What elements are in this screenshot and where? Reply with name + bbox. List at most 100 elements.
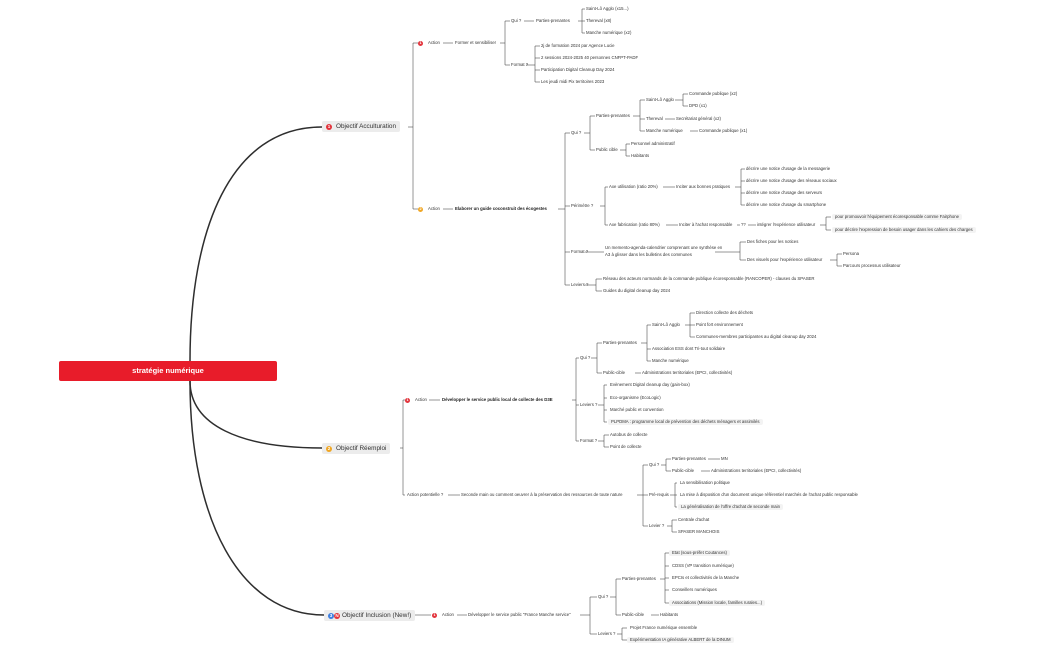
node-notice[interactable]: décrire une notice d'usage du smartphone (746, 202, 827, 207)
node-stakeholder[interactable]: Manche numérique (x2) (586, 30, 632, 35)
node-decrire-expression[interactable]: pour décrire l'expression de besoin usag… (832, 227, 976, 233)
node-parties-prenantes[interactable]: Parties-prenantes (596, 113, 630, 118)
node-manche-numerique[interactable]: Manche numérique (652, 358, 689, 363)
node-prereq-item[interactable]: La sensibilisation politique (680, 480, 730, 485)
node-levier-item[interactable]: Guides du digital cleanup day 2024 (603, 288, 671, 293)
node-notice[interactable]: décrire une notice d'usage de la message… (746, 166, 831, 171)
node-stakeholder[interactable]: Point fort environnement (696, 322, 743, 327)
node-manche-numerique[interactable]: Manche numérique (646, 128, 683, 133)
node-partie-item[interactable]: Associations (Mission locale, familles r… (669, 600, 766, 606)
node-public-cible[interactable]: Public-cible (603, 370, 625, 375)
node-stakeholder[interactable]: Thereval (x8) (586, 18, 612, 23)
node-format[interactable]: Format ? (511, 62, 529, 67)
node-bonnes-pratiques[interactable]: Inciter aux bonnes pratiques (676, 184, 730, 189)
node-former-sensibiliser[interactable]: Former et sensibiliser (455, 40, 497, 45)
node-public-cible[interactable]: Public cible (596, 147, 618, 152)
node-leviers[interactable]: Leviers ? (571, 282, 589, 287)
node-fiches[interactable]: Des fiches pour les notices (747, 239, 799, 244)
node-persona[interactable]: Persona (843, 251, 860, 256)
node-stakeholder[interactable]: Direction collecte des déchets (696, 310, 754, 315)
node-memento-2[interactable]: A3 à glisser dans les bulletins des comm… (605, 252, 692, 257)
node-levier-item[interactable]: PLPDMA : programme local de prévention d… (608, 419, 763, 425)
node-saint-lo-agglo[interactable]: Saint-Lô Agglo (652, 322, 680, 327)
node-public-item[interactable]: Administrations territoriales (EPCI, col… (642, 370, 733, 375)
node-mn[interactable]: MN (721, 456, 728, 461)
node-levier[interactable]: Levier ? (649, 523, 665, 528)
node-levier-item[interactable]: Marché public et convention (610, 407, 664, 412)
node-qui[interactable]: Qui ? (511, 18, 522, 23)
node-notice[interactable]: décrire une notice d'usage des réseaux s… (746, 178, 837, 183)
action-potentielle-node[interactable]: Action potentielle ? (407, 492, 444, 497)
node-parties-prenantes[interactable]: Parties-prenantes (672, 456, 706, 461)
node-leviers[interactable]: Leviers ? (580, 402, 598, 407)
node-levier-item[interactable]: Centrale d'achat (678, 517, 710, 522)
topic-objectif-reemploi[interactable]: 2 Objectif Réemploi (322, 443, 391, 454)
node-parties-prenantes[interactable]: Parties-prenantes (603, 340, 637, 345)
node-thereval[interactable]: Thereval (646, 116, 663, 121)
node-qui[interactable]: Qui ? (580, 355, 591, 360)
node-levier-item[interactable]: Eco-organisme (EcoLogic) (610, 395, 661, 400)
node-axe-fabrication[interactable]: Axe fabrication (ratio 80%) (609, 222, 660, 227)
node-public-item[interactable]: Habitants (660, 612, 679, 617)
node-qui[interactable]: Qui ? (571, 130, 582, 135)
node-format-item[interactable]: 2j de formation 2024 par Agence Lucie (541, 43, 615, 48)
node-experience-utilisateur[interactable]: intégrer l'expérience utilisateur (757, 222, 816, 227)
node-service-collecte[interactable]: Développer le service public local de co… (442, 397, 553, 402)
node-stakeholder[interactable]: Saint-Lô Agglo (x15...) (586, 6, 629, 11)
node-public-item[interactable]: Personnel administratif (631, 141, 675, 146)
node-format-item[interactable]: Autobus de collecte (610, 432, 648, 437)
node-partie-item[interactable]: CDSS (VP transition numérique) (672, 563, 734, 568)
node-stakeholder[interactable]: Commande publique (x2) (689, 91, 738, 96)
node-prereq-item[interactable]: La mise à disposition d'un document uniq… (680, 492, 858, 497)
node-parties-prenantes[interactable]: Parties-prenantes (536, 18, 570, 23)
node-format[interactable]: Format ? (580, 438, 598, 443)
node-achat-responsable[interactable]: Inciter à l'achat responsable (679, 222, 733, 227)
node-question[interactable]: ?? (741, 222, 746, 227)
node-levier-item[interactable]: Projet France numérique ensemble (630, 625, 698, 630)
node-partie-item[interactable]: EPCIs et collectivités de la Manche (672, 575, 740, 580)
node-format[interactable]: Format ? (571, 249, 589, 254)
node-levier-item[interactable]: SPASER MANCHOIS (678, 529, 720, 534)
node-levier-item[interactable]: Evènement Digital cleanup day (gain-box) (610, 382, 690, 387)
node-promouvoir[interactable]: pour promouvoir l'équipement écoresponsa… (832, 214, 963, 220)
node-saint-lo-agglo[interactable]: Saint-Lô Agglo (646, 97, 674, 102)
node-public-item[interactable]: Administrations territoriales (EPCI, col… (711, 468, 802, 473)
node-stakeholder[interactable]: Communes-membres participantes au digita… (696, 334, 817, 339)
node-pre-requis[interactable]: Pré-requis (649, 492, 669, 497)
topic-objectif-inclusion[interactable]: 3 N Objectif Inclusion (New!) (324, 610, 416, 621)
node-perimetre[interactable]: Périmètre ? (571, 203, 594, 208)
node-association-ess[interactable]: Association ESS dont Tri-tout solidaire (652, 346, 726, 351)
node-guide-ecogestes[interactable]: Elaborer un guide coconstruit des écoges… (455, 206, 547, 211)
node-public-cible[interactable]: Public-cible (672, 468, 694, 473)
node-prereq-item[interactable]: La généralisation de l'offre d'achat de … (678, 504, 784, 510)
node-format-item[interactable]: Les jeudi midi Pix territoires 2023 (541, 79, 605, 84)
node-france-manche-service[interactable]: Développer le service public "France Man… (468, 612, 571, 617)
node-public-item[interactable]: Habitants (631, 153, 650, 158)
topic-objectif-acculturation[interactable]: 1 Objectif Acculturation (322, 121, 401, 132)
node-stakeholder[interactable]: DPD (x1) (689, 103, 707, 108)
node-qui[interactable]: Qui ? (598, 594, 609, 599)
node-levier-item[interactable]: Expérimentation IA générative ALBERT de … (627, 637, 734, 643)
node-parcours[interactable]: Parcours processus utilisateur (843, 263, 901, 268)
node-leviers[interactable]: Leviers ? (598, 631, 616, 636)
node-partie-item[interactable]: Etat (sous-préfet Coutances) (669, 550, 730, 556)
root-topic[interactable]: stratégie numérique (59, 361, 277, 381)
node-notice[interactable]: décrire une notice d'usage des serveurs (746, 190, 823, 195)
node-partie-item[interactable]: Conseillers numériques (672, 587, 717, 592)
node-levier-item[interactable]: Réseau des acteurs normands de la comman… (603, 276, 815, 281)
node-format-item[interactable]: Point de collecte (610, 444, 642, 449)
node-parties-prenantes[interactable]: Parties-prenantes (622, 576, 656, 581)
node-seconde-main[interactable]: Seconde main ou comment oeuvrer à la pré… (461, 492, 623, 497)
node-visuels[interactable]: Des visuels pour l'expérience utilisateu… (747, 257, 823, 262)
node-stakeholder[interactable]: Commande publique (x1) (699, 128, 748, 133)
node-axe-utilisation[interactable]: Axe utilisation (ratio 20%) (609, 184, 658, 189)
node-format-item[interactable]: Participation Digital Cleanup Day 2024 (541, 67, 615, 72)
node-memento[interactable]: Un memento-agenda-calendrier comprenant … (605, 245, 723, 250)
node-public-cible[interactable]: Public-cible (622, 612, 644, 617)
node-qui[interactable]: Qui ? (649, 462, 660, 467)
node-stakeholder[interactable]: Secrétariat général (x2) (676, 116, 721, 121)
